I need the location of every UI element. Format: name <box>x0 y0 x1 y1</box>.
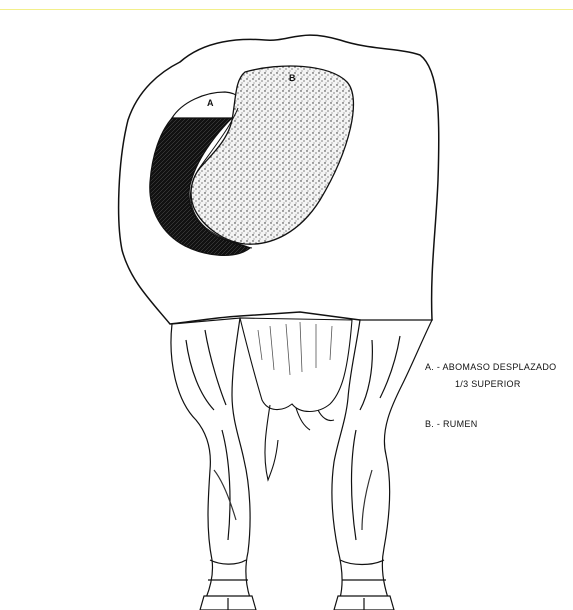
left-hind-leg <box>171 318 250 598</box>
legend-b-line1: B. - RUMEN <box>425 419 478 429</box>
legend-a-line1: A. - ABOMASO DESPLAZADO <box>425 362 556 372</box>
label-a: A <box>207 98 214 108</box>
hooves <box>200 596 394 610</box>
legend-a-line2: 1/3 SUPERIOR <box>455 379 521 389</box>
label-b: B <box>289 73 296 83</box>
